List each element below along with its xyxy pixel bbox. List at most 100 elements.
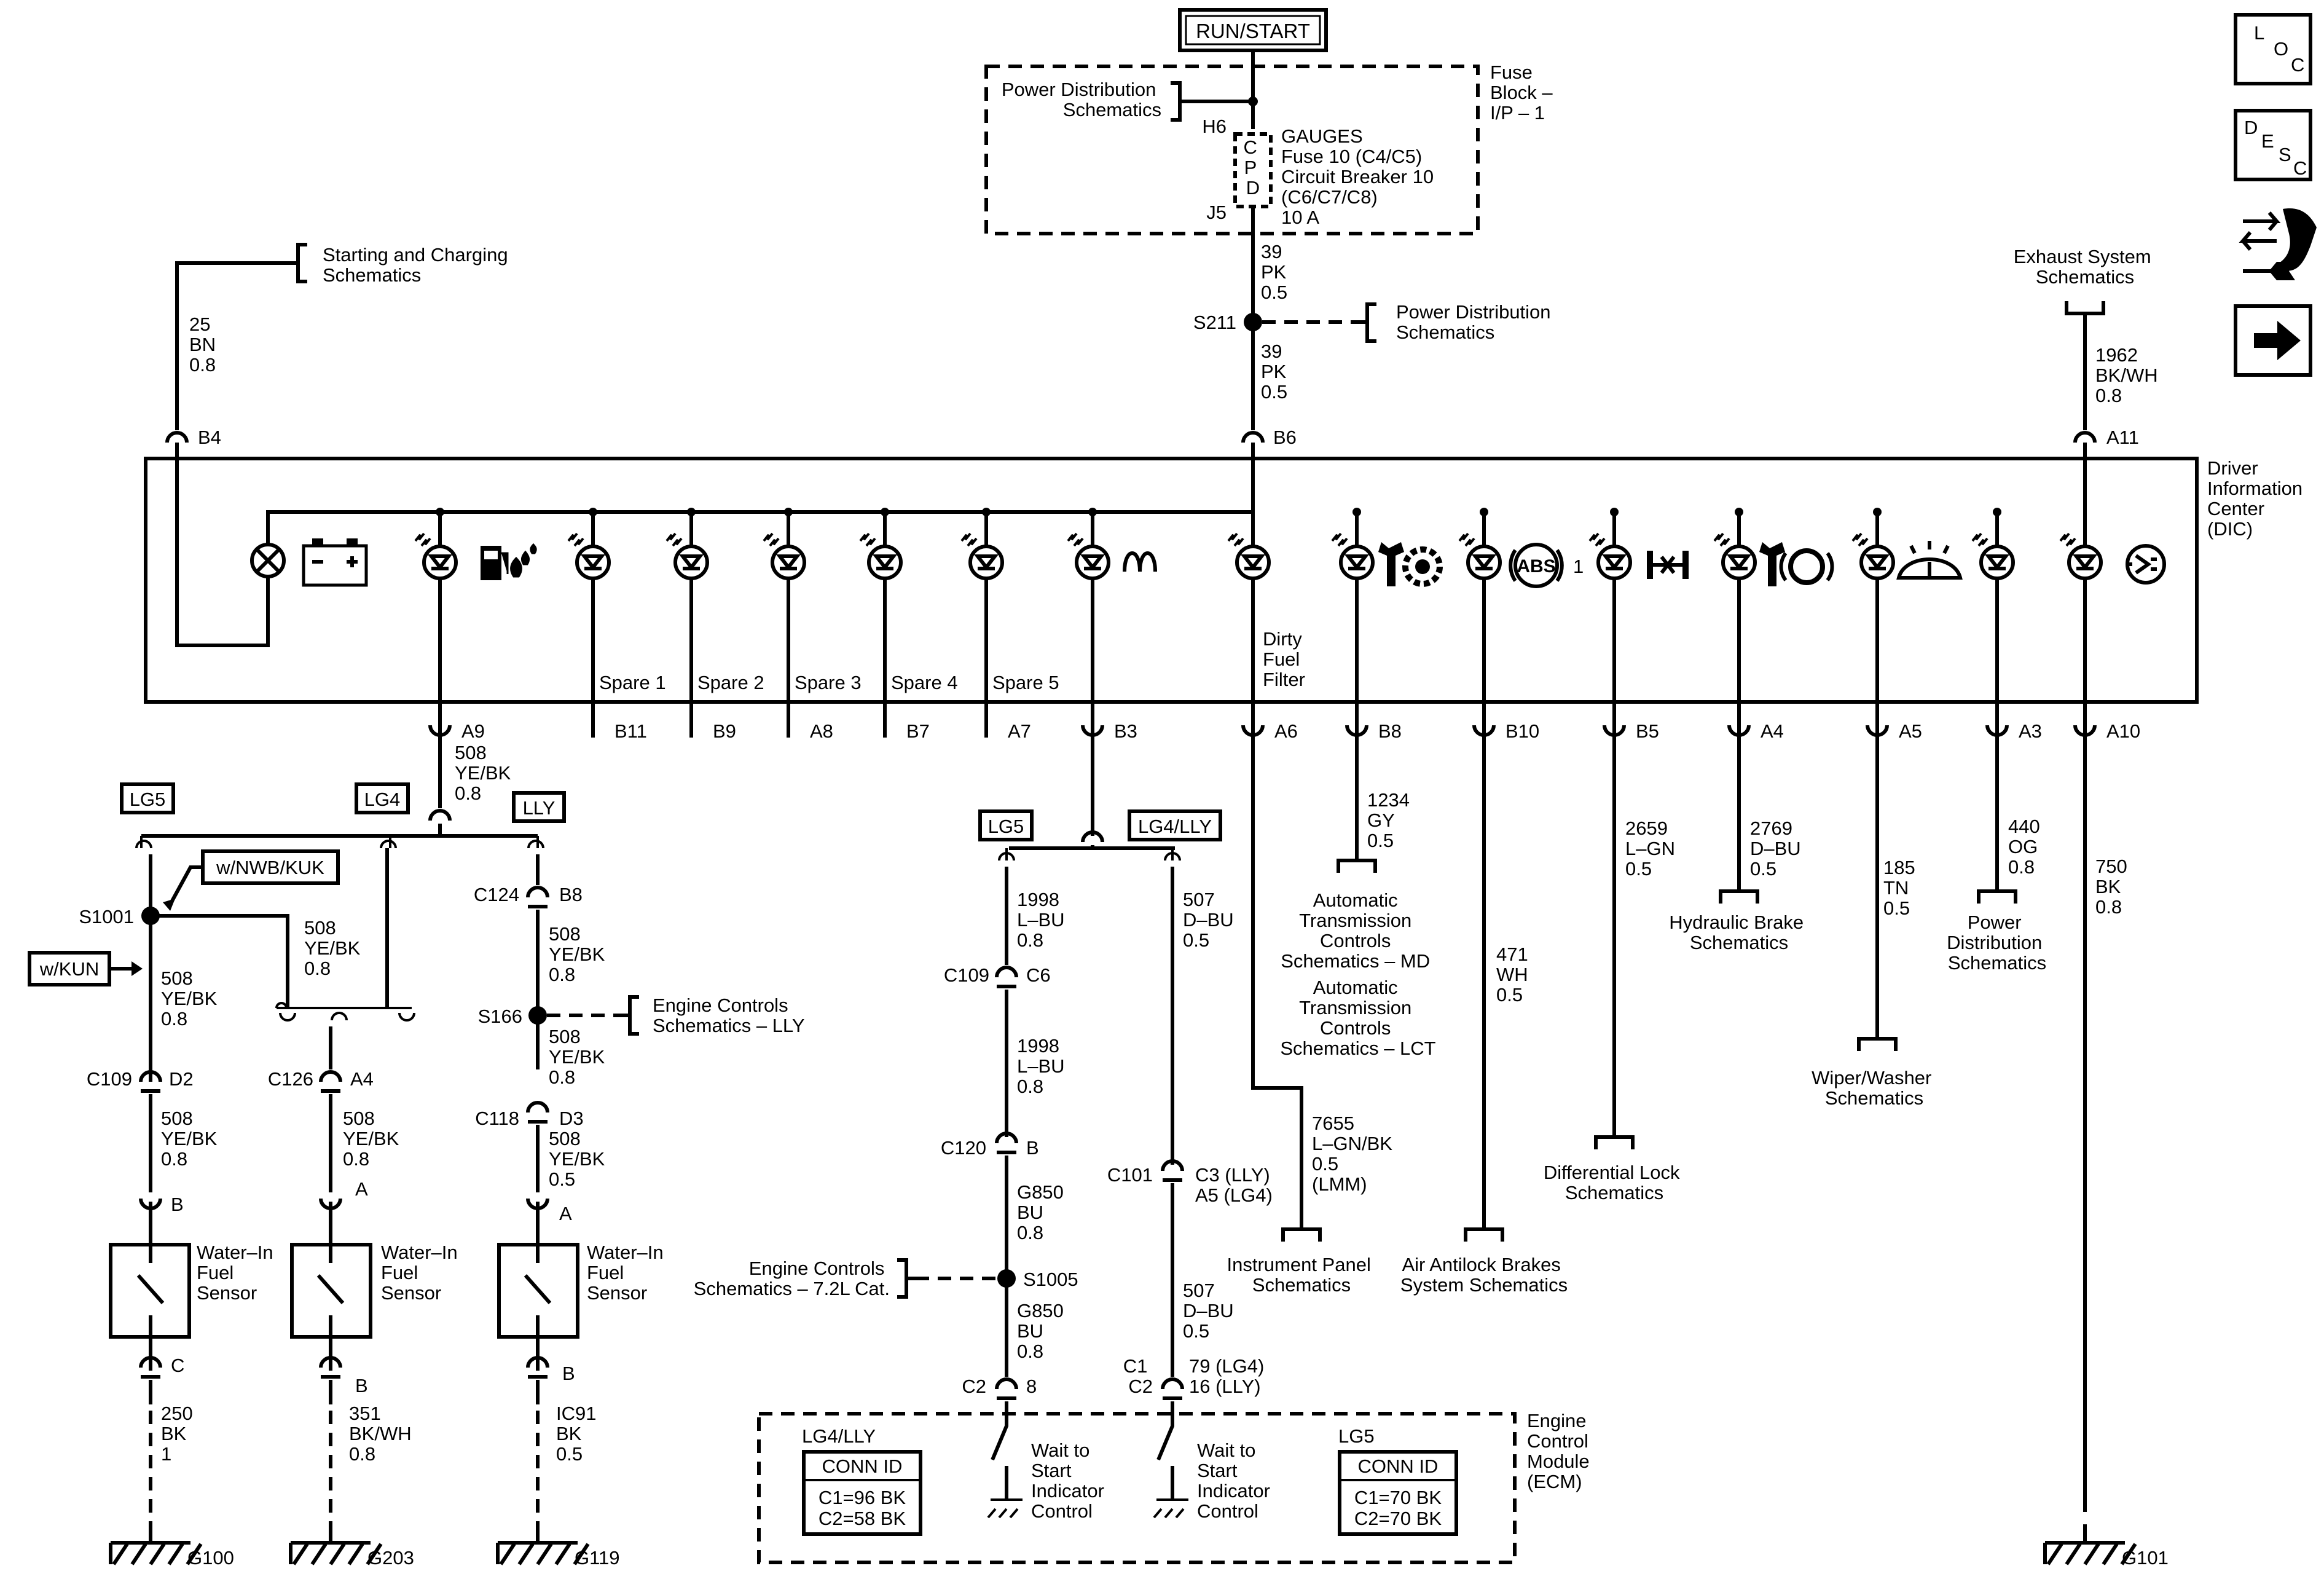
b4-pin: B4 [198,427,221,448]
dic-indicator-led [1331,508,1375,738]
pin-b-sensor2: B [355,1375,368,1396]
d3-pin: D3 [559,1108,584,1129]
ground-symbol: G119 [496,1524,620,1569]
connector-pin: B3 [1081,720,1137,742]
connector-pin: A3 [1985,720,2042,742]
connector-exchange-icon[interactable] [2239,208,2317,280]
j5-label: J5 [1206,202,1227,223]
connector-pin: B5 [1603,720,1659,742]
desc-icon[interactable]: D E S C [2234,109,2312,181]
c101-pins: C3 (LLY) A5 (LG4) [1195,1164,1275,1206]
wire-471: 471 WH 0.5 [1496,943,1533,1006]
dic-indicator-led [1067,508,1110,738]
connector-pin: B7 [883,702,930,742]
ecm-outline [757,1412,1517,1564]
s1005-splice [997,1269,1016,1288]
battery-icon [302,538,368,587]
svg-text:C1=70 BK: C1=70 BK [1354,1487,1442,1508]
wire-7655: 7655 L–GN/BK 0.5 (LMM) [1312,1112,1398,1195]
automatic-transmission-ref: Automatic Transmission Controls Schemati… [1280,889,1435,1059]
dic-indicator-led [414,508,458,738]
c109-label-mid: C109 [944,964,989,986]
dic-indicator-led [1971,508,2015,738]
a11-pin: A11 [2106,427,2139,448]
connector-pin: A10 [2073,720,2140,742]
air-antilock-brakes-ref: Air Antilock Brakes System Schematics [1400,1254,1568,1296]
ground-symbol: G100 [109,1524,234,1569]
connector-pin: A7 [984,702,1031,742]
wire-g850-upper: G850 BU 0.8 [1017,1181,1069,1243]
wire-1998-lower: 1998 L–BU 0.8 [1017,1035,1070,1097]
abs-number: 1 [1573,556,1584,577]
pin-label: A6 [1274,720,1298,742]
pin-c-sensor1: C [171,1355,184,1376]
wire-508-s166: 508 YE/BK 0.8 [549,1026,610,1088]
wire-507-lower: 507 D–BU 0.5 [1183,1280,1239,1342]
spare-label: Spare 5 [992,672,1059,693]
wire-ic91: IC91 BK 0.5 [556,1403,602,1465]
ecm-lg5-label: LG5 [1338,1425,1375,1447]
next-page-icon[interactable] [2234,304,2312,377]
power-dist-ref-top: Power Distribution Schematics [1002,79,1161,120]
instrument-panel-ref: Instrument Panel Schematics [1227,1254,1376,1296]
option-lg5: LG5 [120,782,175,814]
c6-pin: C6 [1026,964,1051,986]
connector-pin: A8 [787,702,833,742]
engine-controls-72-ref: Engine Controls Schematics – 7.2L Cat. [694,1258,890,1299]
ground-symbol: G203 [289,1524,414,1569]
svg-text:O: O [2274,38,2288,60]
fuse-block-outline [984,65,1480,235]
connector-pin: B11 [591,702,647,742]
ground-label: G100 [187,1547,234,1569]
svg-text:CONN ID: CONN ID [822,1455,903,1477]
abs-icon: ABS 1 [1509,543,1584,588]
svg-text:ABS: ABS [1517,556,1555,577]
wire-351: 351 BK/WH 0.8 [349,1403,417,1465]
wire-39-lower: 39 PK 0.5 [1261,341,1292,403]
c1-c2-labels: C1 C2 [1123,1355,1153,1397]
svg-text:C2=70 BK: C2=70 BK [1354,1508,1442,1529]
ecm-conn-id-left: CONN ID C1=96 BK C2=58 BK [802,1450,922,1536]
svg-text:LG5: LG5 [988,816,1024,837]
wire-508-s1001-right: 508 YE/BK 0.8 [304,917,366,979]
ecm-label: Engine Control Module (ECM) [1527,1410,1595,1492]
svg-text:w/KUN: w/KUN [39,958,99,980]
s1001-label: S1001 [79,906,134,927]
b8-pin-c124: B8 [559,884,583,905]
connector-pin: A6 [1241,720,1298,742]
wait-to-start-2: Wait to Start Indicator Control [1197,1439,1276,1522]
s1005-label: S1005 [1023,1269,1078,1290]
differential-lock-ref: Differential Lock Schematics [1544,1162,1685,1203]
pin-label: B5 [1636,720,1659,742]
connector-pin: A5 [1866,720,1922,742]
pin-8: 8 [1026,1376,1037,1397]
brake-wrench-icon [1759,542,1834,586]
pin-label: B7 [906,720,930,742]
wire-508-c109: 508 YE/BK 0.8 [161,1108,222,1170]
d2-pin: D2 [169,1068,194,1090]
svg-text:w/NWB/KUK: w/NWB/KUK [216,857,324,878]
dirty-fuel-filter-label: Dirty Fuel Filter [1263,628,1307,690]
c118-label: C118 [475,1108,519,1129]
c101-label: C101 [1107,1164,1153,1186]
pin-a-sensor2: A [355,1178,368,1200]
pin-b-sensor1: B [171,1194,184,1215]
dic-indicator-led [859,508,903,738]
fuse-block-label: Fuse Block – I/P – 1 [1490,61,1558,124]
wire-2769: 2769 D–BU 0.5 [1750,817,1806,880]
loc-icon[interactable]: L O C [2234,13,2312,85]
pin-b-c120: B [1026,1137,1039,1159]
svg-text:S: S [2279,144,2291,165]
ground-label: G101 [2122,1547,2169,1569]
b6-pin: B6 [1273,427,1297,448]
s211-splice [1244,313,1262,331]
sensor-1-label: Water–In Fuel Sensor [197,1242,278,1304]
s211-label: S211 [1193,312,1236,333]
run-start-label: RUN/START [1196,20,1310,42]
pin-label: A9 [461,720,485,742]
pin-label: B9 [713,720,736,742]
wire-39-upper: 39 PK 0.5 [1261,241,1292,303]
dic-module-box [144,457,2199,704]
spare-label: Spare 4 [891,672,958,693]
